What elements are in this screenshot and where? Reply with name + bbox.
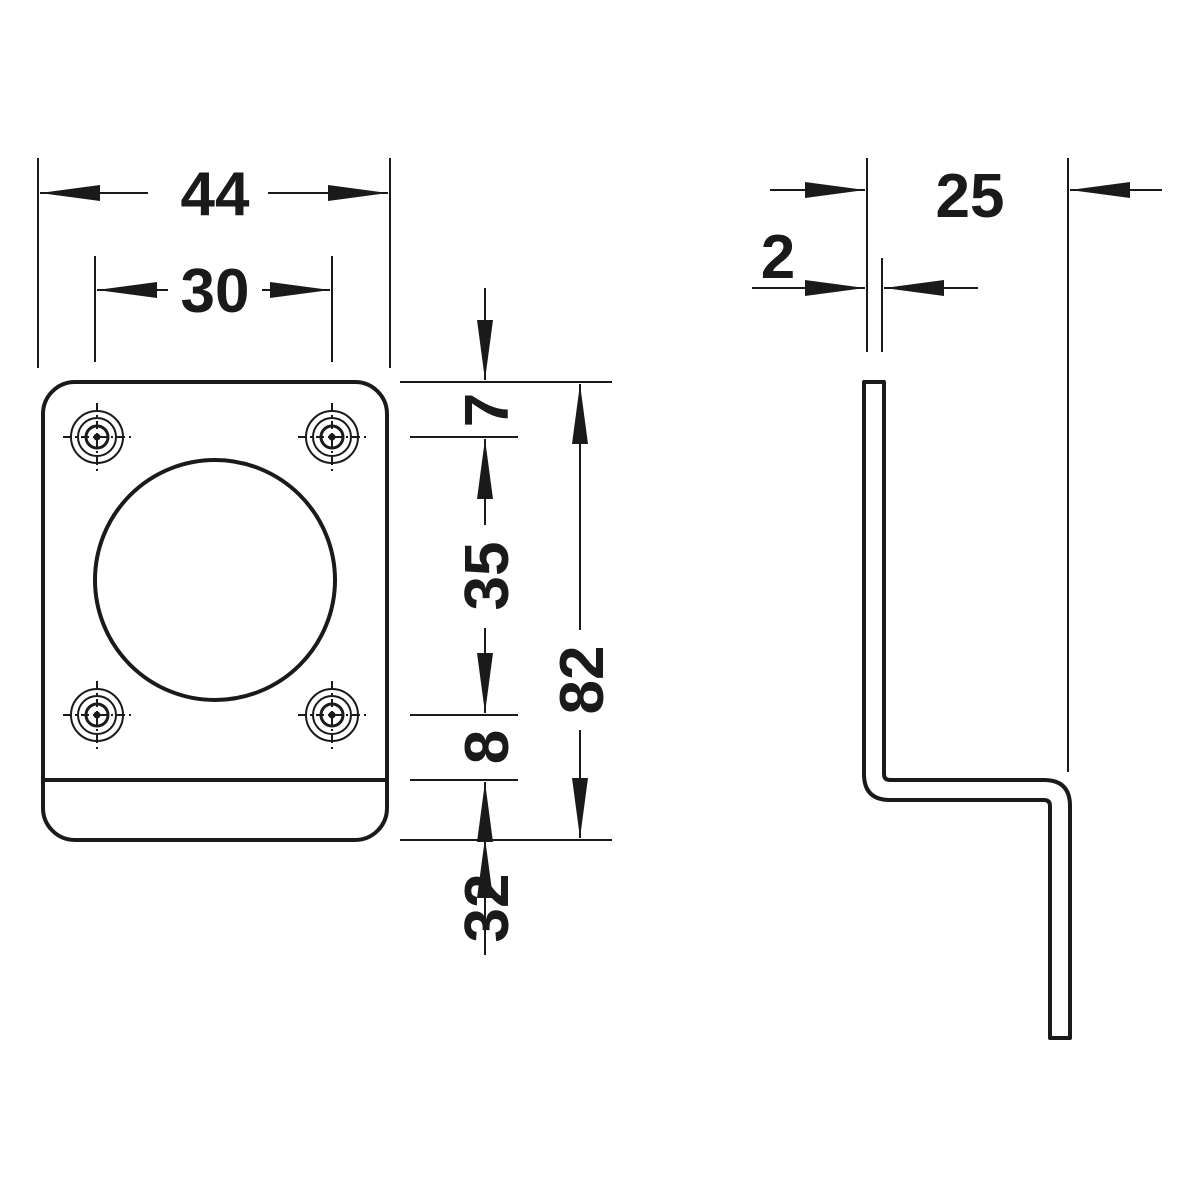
vertical-extension-lines <box>400 381 612 841</box>
dimension-overall-height: 82 <box>548 384 617 838</box>
screw-hole-top-right <box>298 403 366 471</box>
dimension-overall-width: 44 <box>37 158 391 368</box>
dimension-hole-spacing-width: 30 <box>94 256 333 362</box>
plate-outline <box>41 380 389 842</box>
dimension-material-thickness: 2 <box>752 223 978 352</box>
label-hole-spacing-height: 35 <box>453 542 522 611</box>
dimension-top-margin: 7 <box>453 288 522 427</box>
side-view <box>862 380 1072 1040</box>
label-hole-spacing-width: 30 <box>181 257 250 326</box>
label-top-margin: 7 <box>453 393 522 427</box>
label-projection-depth: 25 <box>936 162 1005 231</box>
label-material-thickness: 2 <box>761 223 795 292</box>
screw-hole-bottom-right <box>298 681 366 749</box>
screw-hole-top-left <box>63 403 131 471</box>
front-view <box>41 380 389 842</box>
label-gap-to-fold: 8 <box>453 730 522 764</box>
screw-hole-bottom-left <box>63 681 131 749</box>
cylinder-cutout <box>93 458 337 702</box>
label-lower-section: 32 <box>453 874 522 943</box>
dimension-hole-spacing-height: 35 <box>453 439 522 713</box>
dimension-projection-depth: 25 <box>770 158 1162 772</box>
label-overall-width: 44 <box>181 160 250 229</box>
label-overall-height: 82 <box>548 646 617 715</box>
bracket-profile <box>862 380 1072 1040</box>
dimension-gap-to-fold: 8 <box>453 730 522 764</box>
dimension-lower-section: 32 <box>453 782 522 955</box>
